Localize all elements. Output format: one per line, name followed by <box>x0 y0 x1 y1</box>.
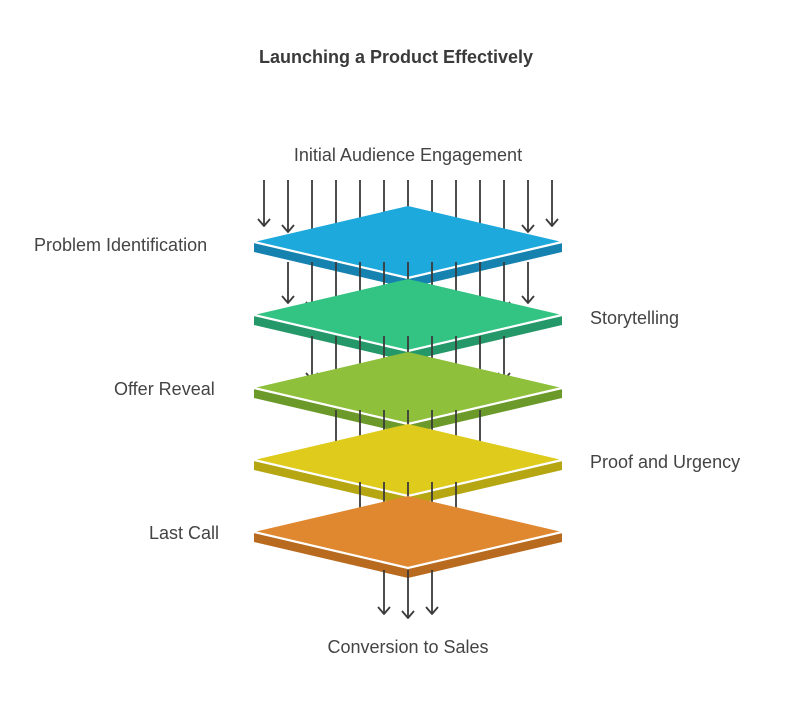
bottom-label: Conversion to Sales <box>327 637 489 657</box>
down-arrow-icon <box>425 570 439 615</box>
down-arrow-icon <box>281 180 295 233</box>
diagram-title: Launching a Product Effectively <box>258 47 534 67</box>
down-arrow-icon <box>401 570 415 619</box>
down-arrow-icon <box>377 570 391 615</box>
top-label: Initial Audience Engagement <box>293 145 523 165</box>
down-arrow-icon <box>521 262 535 304</box>
layer-label-problem-identification: Problem Identification <box>34 235 208 255</box>
layer-label-proof-and-urgency: Proof and Urgency <box>590 452 741 472</box>
down-arrow-icon <box>497 336 511 381</box>
layer-label-last-call: Last Call <box>149 523 220 543</box>
down-arrow-icon <box>257 180 271 227</box>
down-arrow-icon <box>305 336 319 381</box>
layer-label-storytelling: Storytelling <box>590 308 680 328</box>
down-arrow-icon <box>545 180 559 227</box>
layer-4 <box>253 496 563 578</box>
down-arrow-icon <box>281 262 295 304</box>
layer-label-offer-reveal: Offer Reveal <box>114 379 215 399</box>
down-arrow-icon <box>521 180 535 233</box>
